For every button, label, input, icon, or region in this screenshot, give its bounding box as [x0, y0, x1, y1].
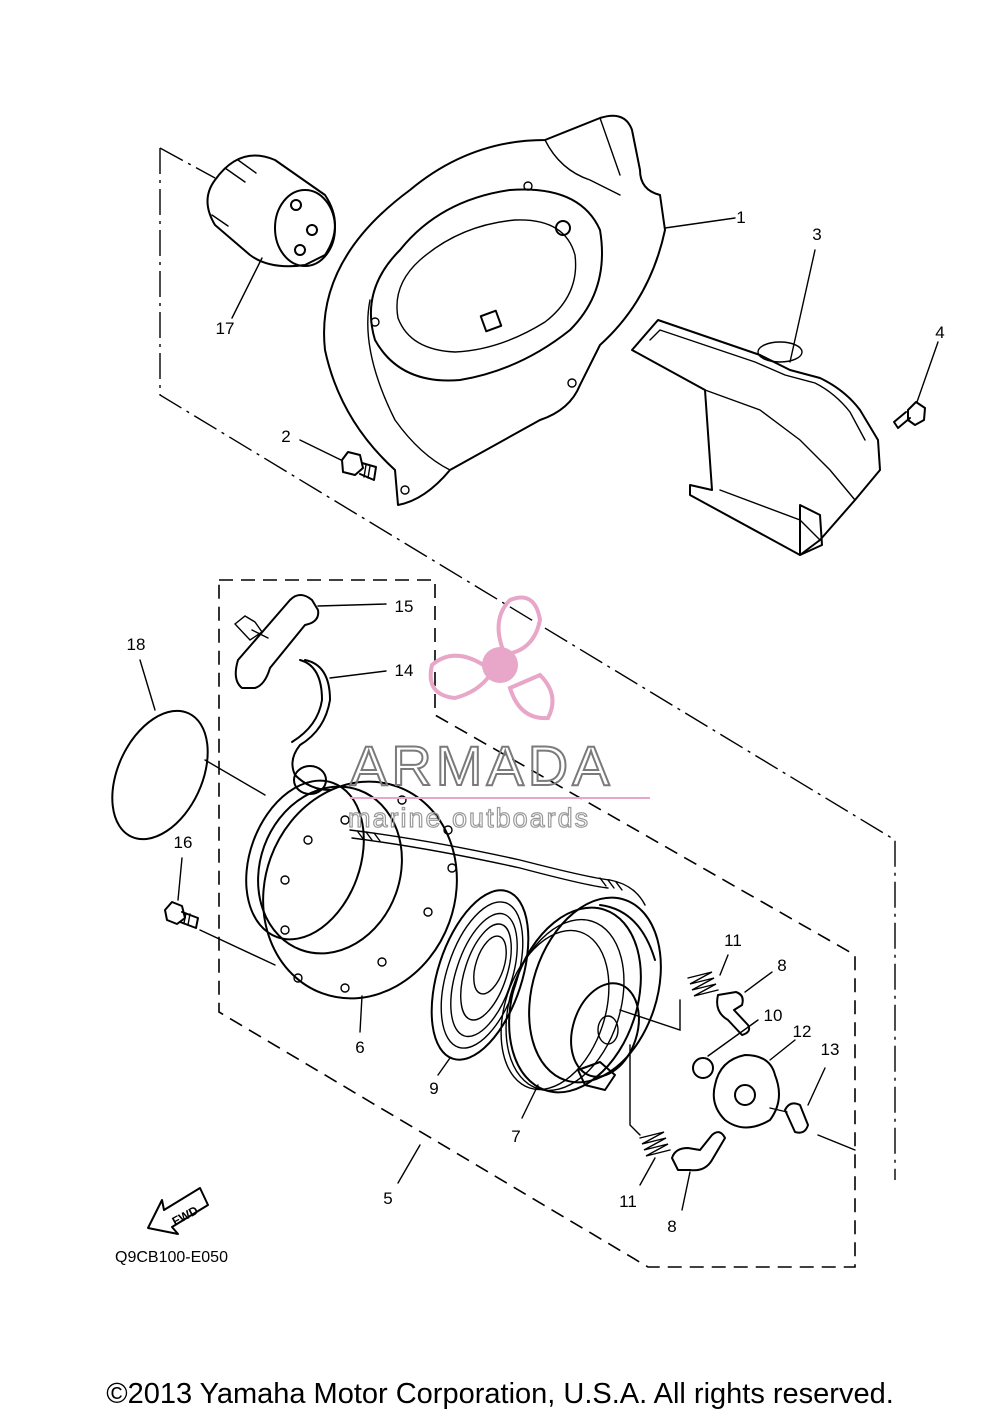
- label-part-15: 15: [395, 597, 414, 616]
- label-part-2: 2: [281, 427, 290, 446]
- part-8-pawl-upper: [716, 971, 773, 1036]
- label-part-16: 16: [174, 833, 193, 852]
- part-9-spiral-spring: [430, 889, 530, 1076]
- part-6-starter-case: [199, 759, 458, 1033]
- label-part-18: 18: [127, 635, 146, 654]
- label-part-4: 4: [935, 323, 944, 342]
- label-part-6: 6: [355, 1038, 364, 1057]
- label-part-14: 14: [395, 661, 414, 680]
- part-17-cup: [206, 154, 336, 319]
- watermark-name: ARMADA: [350, 734, 614, 797]
- propeller-logo-icon: [428, 595, 555, 721]
- part-11-spring-upper: [687, 954, 729, 997]
- part-8-pawl-lower: [671, 1131, 726, 1211]
- part-11-spring-lower: [639, 1131, 671, 1186]
- part-18-seal: [111, 659, 209, 841]
- watermark: ARMADA marine outboards: [347, 595, 650, 834]
- watermark-tagline: marine outboards: [348, 803, 590, 833]
- assembly-outline: [159, 147, 896, 1180]
- label-part-17: 17: [216, 319, 235, 338]
- part-3-bracket: [631, 249, 881, 556]
- label-part-8-lower: 8: [667, 1217, 676, 1236]
- part-13-screw: [769, 1067, 856, 1151]
- label-part-7: 7: [511, 1127, 520, 1146]
- part-10-circlip: [692, 1019, 759, 1079]
- part-7-sheave-drum: [500, 896, 662, 1119]
- label-part-9: 9: [429, 1079, 438, 1098]
- label-part-8-upper: 8: [777, 956, 786, 975]
- label-part-12: 12: [793, 1022, 812, 1041]
- part-16-bolt: [164, 857, 199, 929]
- label-part-1: 1: [736, 208, 745, 227]
- label-part-3: 3: [812, 225, 821, 244]
- label-part-13: 13: [821, 1040, 840, 1059]
- fwd-label: FWD: [170, 1203, 201, 1228]
- part-1-flywheel-cover: [323, 114, 736, 506]
- part-5-starter-assembly-outline: [218, 579, 856, 1268]
- part-4-bolt: [893, 341, 939, 429]
- copyright-notice: ©2013 Yamaha Motor Corporation, U.S.A. A…: [106, 1378, 894, 1410]
- part-2-bolt: [299, 439, 377, 481]
- drawing-code: Q9CB100-E050: [115, 1249, 228, 1266]
- assembly-centerlines: [619, 999, 681, 1136]
- part-labels: 1 2 3 4 5 6 7 8 8 9 10 11 11 12 13 14 15…: [127, 208, 945, 1236]
- label-part-5: 5: [383, 1189, 392, 1208]
- label-part-11-lower: 11: [619, 1192, 637, 1211]
- fwd-arrow-icon: FWD: [147, 1187, 209, 1235]
- case-bolt-holes: [280, 795, 457, 993]
- part-15-handle: [233, 594, 387, 689]
- part-12-drive-plate: [712, 1039, 796, 1129]
- part-14-rope: [291, 659, 646, 906]
- label-part-10: 10: [764, 1006, 783, 1025]
- label-part-11-upper: 11: [724, 931, 742, 950]
